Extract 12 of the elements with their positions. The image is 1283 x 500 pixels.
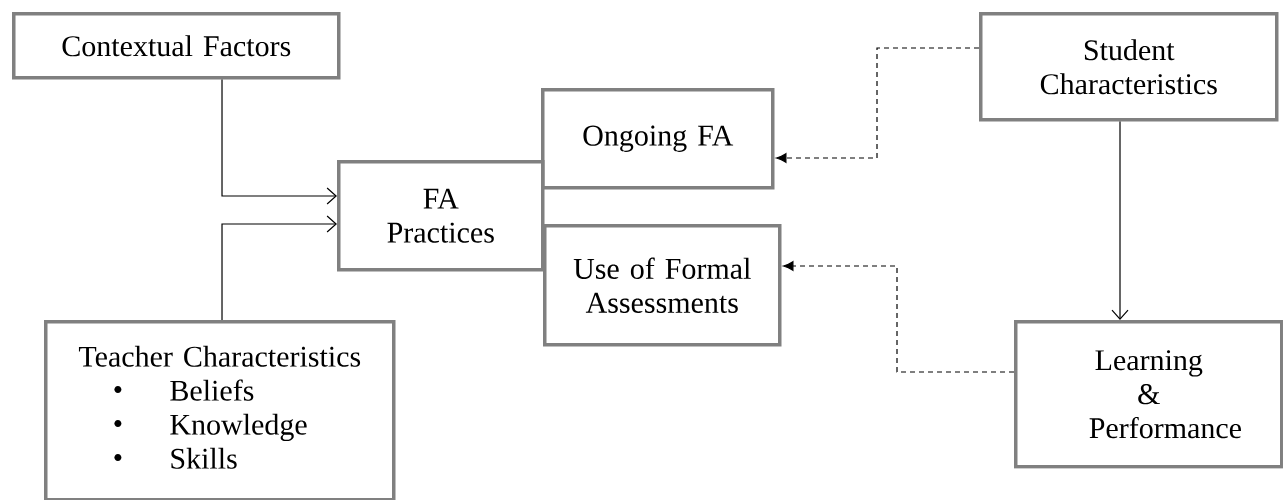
arrow (782, 261, 1015, 373)
text-box: Use of Formal Assessments (543, 224, 782, 347)
text-box: Learning & Performance (1014, 320, 1283, 469)
arrow (1111, 120, 1129, 320)
text-box: Contextual Factors (12, 12, 341, 80)
text-box: FA Practices (337, 160, 545, 272)
text-box: Student Characteristics (979, 12, 1279, 122)
arrow (221, 215, 337, 321)
text-box: Teacher Characteristics Beliefs Knowledge Skills (44, 320, 396, 500)
arrow (221, 78, 337, 205)
arrow (775, 47, 980, 163)
text-box: Ongoing FA (541, 88, 775, 190)
